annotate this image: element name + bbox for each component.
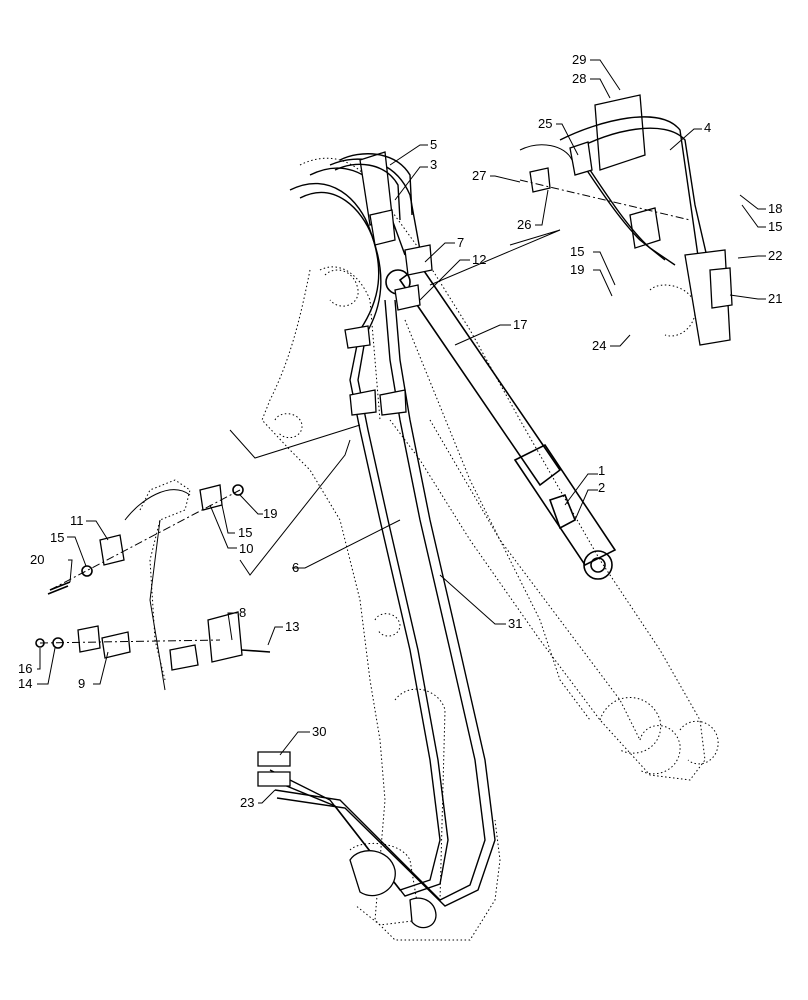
- callout-9: 9: [78, 676, 85, 691]
- callout-15-left: 15: [50, 530, 64, 545]
- callout-30: 30: [312, 724, 326, 739]
- callout-21: 21: [768, 291, 782, 306]
- callout-12: 12: [472, 252, 486, 267]
- callout-22: 22: [768, 248, 782, 263]
- callout-labels: 1 2 3 4 5 6 7 8 9 10 11 12 13 14 15 15 1…: [18, 52, 782, 810]
- callout-24: 24: [592, 338, 606, 353]
- upper-bracket-left: [334, 151, 413, 246]
- callout-17: 17: [513, 317, 527, 332]
- callout-19-left: 19: [263, 506, 277, 521]
- callout-31: 31: [508, 616, 522, 631]
- callout-4: 4: [704, 120, 711, 135]
- hose-end-fittings: [257, 751, 437, 929]
- callout-20: 20: [30, 552, 44, 567]
- callout-13: 13: [285, 619, 299, 634]
- clamp-detail-left: [35, 479, 271, 691]
- callout-28: 28: [572, 71, 586, 86]
- callout-11: 11: [70, 513, 84, 528]
- hydraulic-hoses: [269, 158, 496, 907]
- callout-29: 29: [572, 52, 586, 67]
- callout-25: 25: [538, 116, 552, 131]
- callout-7: 7: [457, 235, 464, 250]
- callout-15-right-a: 15: [570, 244, 584, 259]
- upper-bracket-right: [519, 94, 733, 346]
- callout-16: 16: [18, 661, 32, 676]
- bucket-cylinder: [385, 263, 617, 580]
- callout-15-mid: 15: [238, 525, 252, 540]
- boom-outline: [261, 157, 719, 941]
- callout-5: 5: [430, 137, 437, 152]
- callout-10: 10: [239, 541, 253, 556]
- callout-26: 26: [517, 217, 531, 232]
- callout-23: 23: [240, 795, 254, 810]
- callout-2: 2: [598, 480, 605, 495]
- callout-19-right: 19: [570, 262, 584, 277]
- callout-27: 27: [472, 168, 486, 183]
- callout-18: 18: [768, 201, 782, 216]
- callout-15-right-b: 15: [768, 219, 782, 234]
- callout-6: 6: [292, 560, 299, 575]
- callout-14: 14: [18, 676, 32, 691]
- callout-1: 1: [598, 463, 605, 478]
- section-wedges: [229, 229, 561, 576]
- callout-3: 3: [430, 157, 437, 172]
- boom-clamps: [344, 244, 433, 416]
- callout-leaders: [37, 59, 766, 804]
- callout-8: 8: [239, 605, 246, 620]
